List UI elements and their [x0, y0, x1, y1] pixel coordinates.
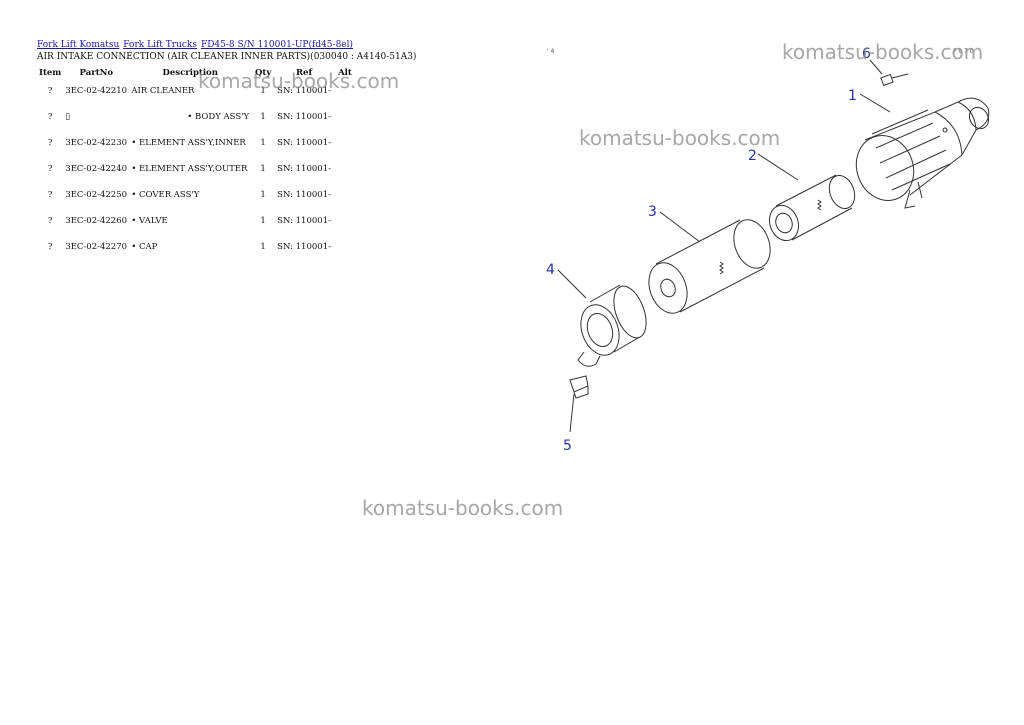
callout-3: 3: [648, 204, 657, 220]
parts-table: Item PartNo Description Qty Ref Alt ? 3E…: [37, 66, 357, 256]
page-title: AIR INTAKE CONNECTION (AIR CLEANER INNER…: [37, 52, 417, 62]
cell-description-text: • BODY ASS'Y: [187, 112, 250, 122]
cell-item: ?: [47, 112, 53, 122]
table-header-row: Item PartNo Description Qty Ref Alt: [37, 66, 357, 80]
callout-2: 2: [748, 148, 757, 164]
table-row: ? 3EC-02-42260 • VALVE 1 SN: 110001-: [37, 210, 357, 236]
cell-partno: ▯: [65, 112, 70, 122]
breadcrumb-link-fork-lift-komatsu[interactable]: Fork Lift Komatsu: [37, 40, 120, 50]
cell-alt: [333, 236, 357, 256]
header-alt: Alt: [338, 68, 352, 78]
cell-item: ?: [47, 164, 53, 174]
cell-qty: 1: [260, 216, 266, 226]
cell-qty: 1: [260, 138, 266, 148]
cell-ref: SN: 110001-: [277, 138, 331, 148]
callout-5: 5: [563, 438, 572, 454]
watermark: komatsu-books.com: [362, 496, 564, 520]
cell-alt: [333, 80, 357, 106]
cell-ref: SN: 110001-: [277, 242, 331, 252]
valve-drawing: [569, 375, 589, 399]
cell-ref: SN: 110001-: [277, 86, 331, 96]
outer-element-drawing: [648, 219, 771, 314]
cell-partno: 3EC-02-42250: [65, 190, 128, 200]
cover-drawing: [577, 284, 647, 367]
cell-qty: 1: [260, 164, 266, 174]
cell-description: • ELEMENT ASS'Y,OUTER: [131, 164, 248, 174]
cell-alt: [333, 132, 357, 158]
callout-6: 6: [862, 46, 871, 62]
cell-item: ?: [47, 190, 53, 200]
cell-description: AIR CLEANER: [131, 86, 195, 96]
callout-4: 4: [546, 262, 555, 278]
header-ref: Ref: [295, 68, 313, 78]
cell-partno: 3EC-02-42240: [65, 164, 128, 174]
cell-qty: 1: [260, 190, 266, 200]
cell-qty: 1: [260, 86, 266, 96]
header-item: Item: [39, 68, 62, 78]
cell-alt: [333, 158, 357, 184]
breadcrumb-link-fork-lift-trucks[interactable]: Fork Lift Trucks: [123, 40, 197, 50]
cell-ref: SN: 110001-: [277, 164, 331, 174]
cell-alt: [333, 210, 357, 236]
callout-1: 1: [848, 88, 857, 104]
header-partno: PartNo: [79, 68, 114, 78]
cell-description: • BODY ASS'Y: [129, 106, 251, 132]
table-row: ? ▯ • BODY ASS'Y 1 SN: 110001-: [37, 106, 357, 132]
table-row: ? 3EC-02-42240 • ELEMENT ASS'Y,OUTER 1 S…: [37, 158, 357, 184]
cell-partno: 3EC-02-42270: [65, 242, 128, 252]
cell-description: • CAP: [131, 242, 158, 252]
header-description: Description: [162, 68, 218, 78]
cell-ref: SN: 110001-: [277, 190, 331, 200]
diagram-corner-mark-left: ' 4: [547, 48, 555, 55]
cell-ref: SN: 110001-: [277, 112, 331, 122]
cell-item: ?: [47, 216, 53, 226]
breadcrumb-link-model[interactable]: FD45-8 S/N 110001-UP(fd45-8el): [200, 40, 354, 50]
cell-description: • COVER ASS'Y: [131, 190, 200, 200]
bolt-drawing: [880, 73, 909, 87]
inner-element-drawing: [768, 174, 856, 242]
cell-item: ?: [47, 86, 53, 96]
header-qty: Qty: [254, 68, 272, 78]
cell-alt: [333, 184, 357, 210]
leader-lines: [557, 59, 891, 433]
cell-qty: 1: [260, 242, 266, 252]
cell-partno: 3EC-02-42210: [65, 86, 128, 96]
cell-partno: 3EC-02-42260: [65, 216, 128, 226]
cell-ref: SN: 110001-: [277, 216, 331, 226]
table-row: ? 3EC-02-42230 • ELEMENT ASS'Y,INNER 1 S…: [37, 132, 357, 158]
cell-alt: [333, 106, 357, 132]
table-row: ? 3EC-02-42250 • COVER ASS'Y 1 SN: 11000…: [37, 184, 357, 210]
exploded-parts-diagram: 1 2 3 4 5 6: [546, 46, 990, 454]
air-cleaner-body-drawing: [855, 97, 990, 209]
table-row: ? 3EC-02-42210 AIR CLEANER 1 SN: 110001-: [37, 80, 357, 106]
cell-item: ?: [47, 242, 53, 252]
cell-description: • ELEMENT ASS'Y,INNER: [131, 138, 246, 148]
cell-partno: 3EC-02-42230: [65, 138, 128, 148]
cell-item: ?: [47, 138, 53, 148]
cell-qty: 1: [260, 112, 266, 122]
table-row: ? 3EC-02-42270 • CAP 1 SN: 110001-: [37, 236, 357, 256]
diagram-corner-mark-right: F 0 7 0: [953, 48, 974, 55]
cell-description: • VALVE: [131, 216, 168, 226]
